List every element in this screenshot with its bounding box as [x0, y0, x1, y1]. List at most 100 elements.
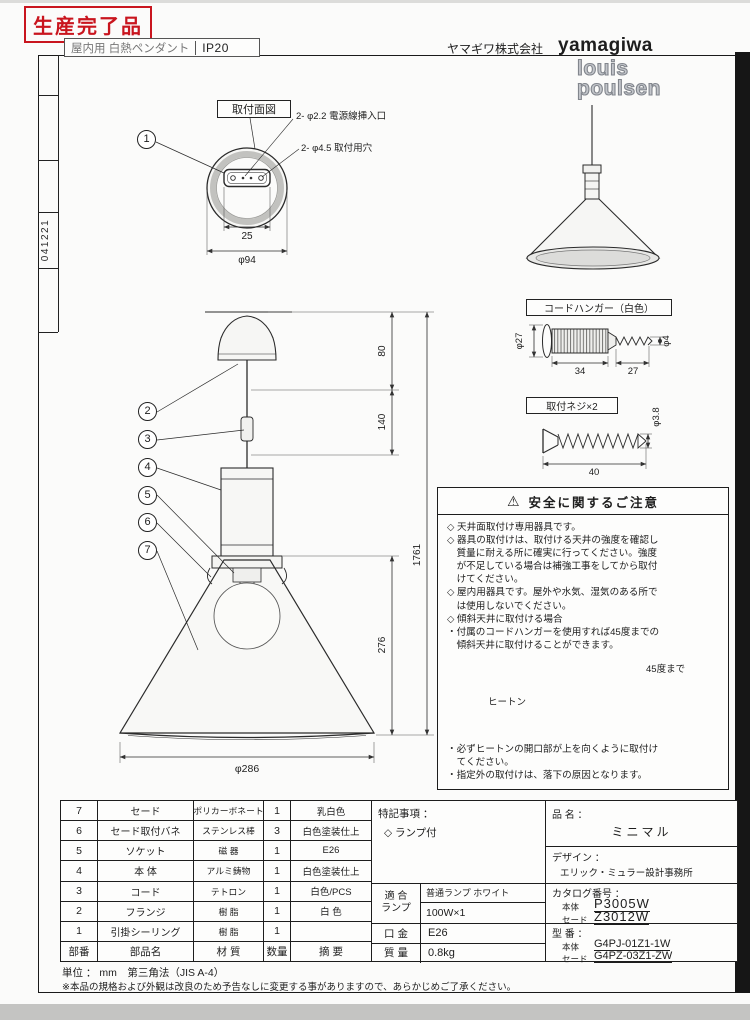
- part-no: 7: [61, 801, 98, 821]
- parts-row: 1 引掛シーリング 樹 脂 1: [61, 921, 371, 942]
- part-remark: 白色/PCS: [310, 887, 352, 899]
- part-no: 6: [61, 821, 98, 841]
- safety-line: 傾斜天井に取付けることができます。: [447, 639, 619, 651]
- part-material: 樹 脂: [194, 921, 264, 941]
- col-header: 数量: [264, 941, 291, 961]
- spec-table: 特記事項 ： ◇ ランプ付 適 合 ランプ 普通ランプ ホワイト 100W×1 …: [371, 800, 547, 963]
- parts-row: 4 本 体 アルミ鋳物 1 白色塗装仕上: [61, 861, 371, 882]
- safety-line: ◇ 屋内用器具です。屋外や水気、湿気のある所で: [447, 587, 658, 599]
- col-header: 材 質: [194, 941, 264, 961]
- lamp-label-1: 適 合: [384, 891, 408, 902]
- table-line: [546, 846, 737, 847]
- part-material: 磁 器: [194, 841, 264, 861]
- brand-logo-louis: louis: [576, 57, 629, 80]
- safety-notice-box: ⚠ 安全に関するご注意 ◇ 天井面取付け専用器具です。 ◇ 器具の取付けは、取付…: [437, 487, 729, 790]
- dim-276: 276: [377, 636, 388, 654]
- callout-4: 4: [138, 458, 157, 477]
- margin-tick: [38, 95, 58, 96]
- part-qty: 1: [264, 881, 291, 901]
- lamp-label-cell: 適 合 ランプ: [372, 883, 420, 923]
- header-title-box: 屋内用 白熱ペンダント IP20: [64, 38, 260, 57]
- parts-header-row: 部番 部品名 材 質 数量 摘 要: [61, 941, 371, 961]
- notes-label: 特記事項 ：: [378, 808, 434, 820]
- notes-value: ◇ ランプ付: [384, 827, 437, 839]
- lamp-value-2: 100W×1: [426, 907, 466, 919]
- dim-140: 140: [377, 413, 388, 431]
- dim-40: 40: [588, 467, 600, 478]
- part-name: 本 体: [98, 861, 194, 881]
- safety-line: ◇ 器具の取付けは、取付ける天井の強度を確認し: [447, 535, 659, 547]
- parts-row: 5 ソケット 磁 器 1 E26: [61, 841, 371, 862]
- yamagiwa-logo: yamagiwa: [558, 35, 653, 56]
- part-remark: 乳白色: [316, 806, 346, 818]
- disclaimer-note: ※本品の規格および外観は改良のため予告なしに変更する事がありますので、あらかじめ…: [62, 982, 517, 993]
- brand-logo-poulsen: poulsen: [576, 77, 662, 100]
- dim-d38: φ3.8: [651, 407, 662, 427]
- part-remark: 白 色: [320, 907, 342, 919]
- part-name: フランジ: [98, 901, 194, 921]
- scan-edge-top: [0, 0, 750, 3]
- part-qty: 1: [264, 801, 291, 821]
- margin-tick: [38, 212, 58, 213]
- base-label: 口 金: [384, 927, 408, 940]
- parts-row: 6 セード取付バネ ステンレス棒 3 白色塗装仕上: [61, 821, 371, 842]
- part-material: ステンレス棒: [194, 821, 264, 841]
- catalog-shade-label: セード: [562, 915, 588, 925]
- lamp-label-2: ランプ: [381, 903, 411, 914]
- table-line: [372, 943, 545, 944]
- design-label: デザイン ：: [552, 853, 605, 864]
- model-shade-value: G4PZ-03Z1-ZW: [594, 950, 673, 963]
- col-header: 部番: [61, 941, 98, 961]
- part-qty: 1: [264, 921, 291, 941]
- parts-row: 7 セード ポリカーボネート 1 乳白色: [61, 801, 371, 822]
- safety-line: けてください。: [447, 574, 524, 586]
- safety-line: ・必ずヒートンの開口部が上を向くように取付け: [447, 744, 659, 755]
- safety-line: ・付属のコードハンガーを使用すれば45度までの: [447, 626, 660, 638]
- model-body-value: G4PJ-01Z1-1W: [594, 938, 671, 951]
- product-table: 品 名 ： ミニマル デザイン ： エリック・ミュラー設計事務所 カタログ番号 …: [545, 800, 738, 964]
- part-qty: 1: [264, 861, 291, 881]
- part-no: 5: [61, 841, 98, 861]
- margin-strip-line: [58, 55, 59, 332]
- parts-row: 3 コード テトロン 1 白色/PCS: [61, 881, 371, 902]
- safety-text-block-2: ・必ずヒートンの開口部が上を向くように取付け てください。 ・指定外の取付けは、…: [447, 743, 658, 782]
- table-line: [372, 923, 545, 924]
- dim-27: 27: [627, 366, 639, 377]
- part-no: 2: [61, 901, 98, 921]
- catalog-label: カタログ番号 ：: [552, 889, 625, 900]
- table-line: [372, 883, 545, 884]
- callout-7: 7: [138, 541, 157, 560]
- part-no: 3: [61, 881, 98, 901]
- safety-line: ・指定外の取付けは、落下の原因となります。: [447, 770, 648, 782]
- part-qty: 1: [264, 901, 291, 921]
- model-shade-label: セード: [562, 954, 588, 964]
- safety-line: ◇ 傾斜天井に取付ける場合: [447, 613, 563, 625]
- callout-2: 2: [138, 402, 157, 421]
- margin-tick: [38, 268, 58, 269]
- screw-title: 取付ネジ×2: [526, 397, 618, 414]
- catalog-shade-value: Z3012W: [594, 909, 650, 925]
- safety-line: が不足している場合は補強工事をしてから取付: [447, 561, 658, 573]
- part-qty: 3: [264, 821, 291, 841]
- units-note: 単位 ： mm 第三角法（JIS A-4）: [62, 967, 225, 979]
- safety-line: ◇ 天井面取付け専用器具です。: [447, 522, 581, 533]
- scan-edge-bottom: [0, 1004, 750, 1020]
- part-name: セード: [98, 801, 194, 821]
- dim-d286: φ286: [234, 763, 260, 775]
- part-remark: [291, 922, 371, 941]
- angle-limit-label: 45度まで: [646, 664, 686, 675]
- model-body-label: 本体: [562, 942, 580, 952]
- hook-label: ヒートン: [488, 697, 527, 708]
- dim-94: φ94: [238, 255, 256, 266]
- mount-hole-label: 2- φ4.5 取付用穴: [301, 143, 373, 154]
- part-no: 1: [61, 921, 98, 941]
- lamp-value-1: 普通ランプ ホワイト: [420, 883, 547, 903]
- ip-rating: IP20: [195, 40, 229, 55]
- col-header: 部品名: [98, 941, 194, 961]
- safety-title: 安全に関するご注意: [528, 495, 660, 510]
- cord-hanger-title: コードハンガー（白色）: [526, 299, 672, 316]
- base-value: E26: [428, 927, 448, 939]
- part-remark: 白色塗装仕上: [302, 826, 360, 838]
- dim-34: 34: [574, 366, 586, 377]
- warning-icon: ⚠: [506, 492, 522, 509]
